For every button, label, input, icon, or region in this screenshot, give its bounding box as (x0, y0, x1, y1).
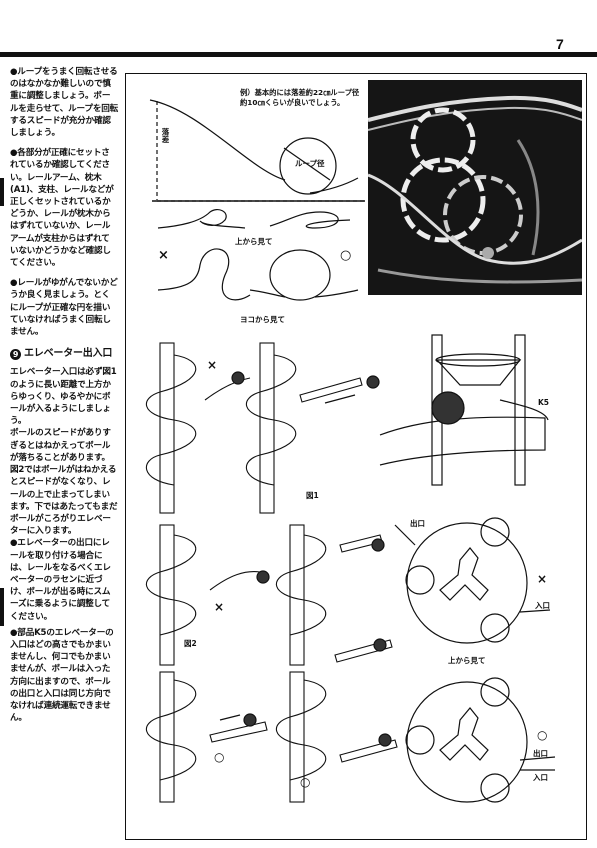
section-number: 9 (10, 348, 21, 360)
binding-mark (0, 178, 4, 206)
top-view-label: 上から見て (448, 656, 486, 665)
page-number: 7 (556, 36, 564, 52)
illustration-frame (125, 73, 587, 840)
example-note: 例）基本的には落差約22㎝ループ径約10㎝くらいが良いでしょう。 (240, 88, 360, 107)
figure-1-label: 図1 (306, 491, 319, 500)
instruction-paragraph: ●各部分が正確にセットされているか確認してください。レールアーム、枕木(A1)、… (10, 148, 114, 269)
instructions-column: ●ループをうまく回転させるのはなかなか難しいので慎重に調整しましょう。ボールを走… (10, 66, 118, 732)
side-view-label: ヨコから見て (240, 315, 285, 324)
instruction-paragraph: ●部品K5のエレベーターの入口はどの高さでもかまいませんし、何コでもかまいません… (10, 627, 114, 724)
drop-label: 落差 (161, 128, 170, 143)
right-mark: ○ (214, 750, 225, 764)
entrance-label: 入口 (535, 601, 550, 610)
instruction-paragraph: 図2ではボールがはねかえるとスピードがなくなり、レールの上で止まってしまいます。… (10, 465, 118, 537)
wrong-mark: × (214, 600, 225, 614)
section-title: エレベーター出入口 (24, 348, 113, 360)
loop-photo (368, 80, 582, 295)
right-mark: ○ (300, 775, 311, 789)
exit-label: 出口 (410, 519, 425, 528)
instruction-paragraph: エレベーター入口は必ず図1のように長い距離で上方からゆっくり、ゆるやかにボールが… (10, 367, 117, 427)
instruction-paragraph: ●レールがゆがんでないかどうか良く見ましょう。とくにループが正確な円を描いていな… (10, 278, 118, 338)
exit-label: 出口 (533, 749, 548, 758)
figure-2-label: 図2 (184, 639, 197, 648)
header-rule (0, 52, 597, 57)
right-mark: ○ (537, 728, 548, 742)
wrong-mark: × (207, 358, 218, 372)
instruction-paragraph: ボールのスピードがありすぎるとはねかえってボールが落ちることがあります。 (10, 428, 111, 463)
part-k5-label: K5 (538, 398, 550, 407)
entrance-label: 入口 (533, 773, 548, 782)
instruction-paragraph: ●エレベーターの出口にレールを取り付ける場合には、レールをなるべくエレベーターの… (10, 538, 111, 622)
instruction-paragraph: ●ループをうまく回転させるのはなかなか難しいので慎重に調整しましょう。ボールを走… (10, 67, 119, 139)
section-heading: 9 エレベーター出入口 (10, 348, 118, 360)
binding-mark (0, 588, 4, 626)
wrong-mark: × (537, 572, 548, 586)
wrong-mark: × (158, 248, 169, 263)
right-mark: ○ (340, 248, 352, 263)
loop-diameter-label: ループ径 (295, 159, 325, 168)
top-view-label: 上から見て (235, 237, 273, 246)
